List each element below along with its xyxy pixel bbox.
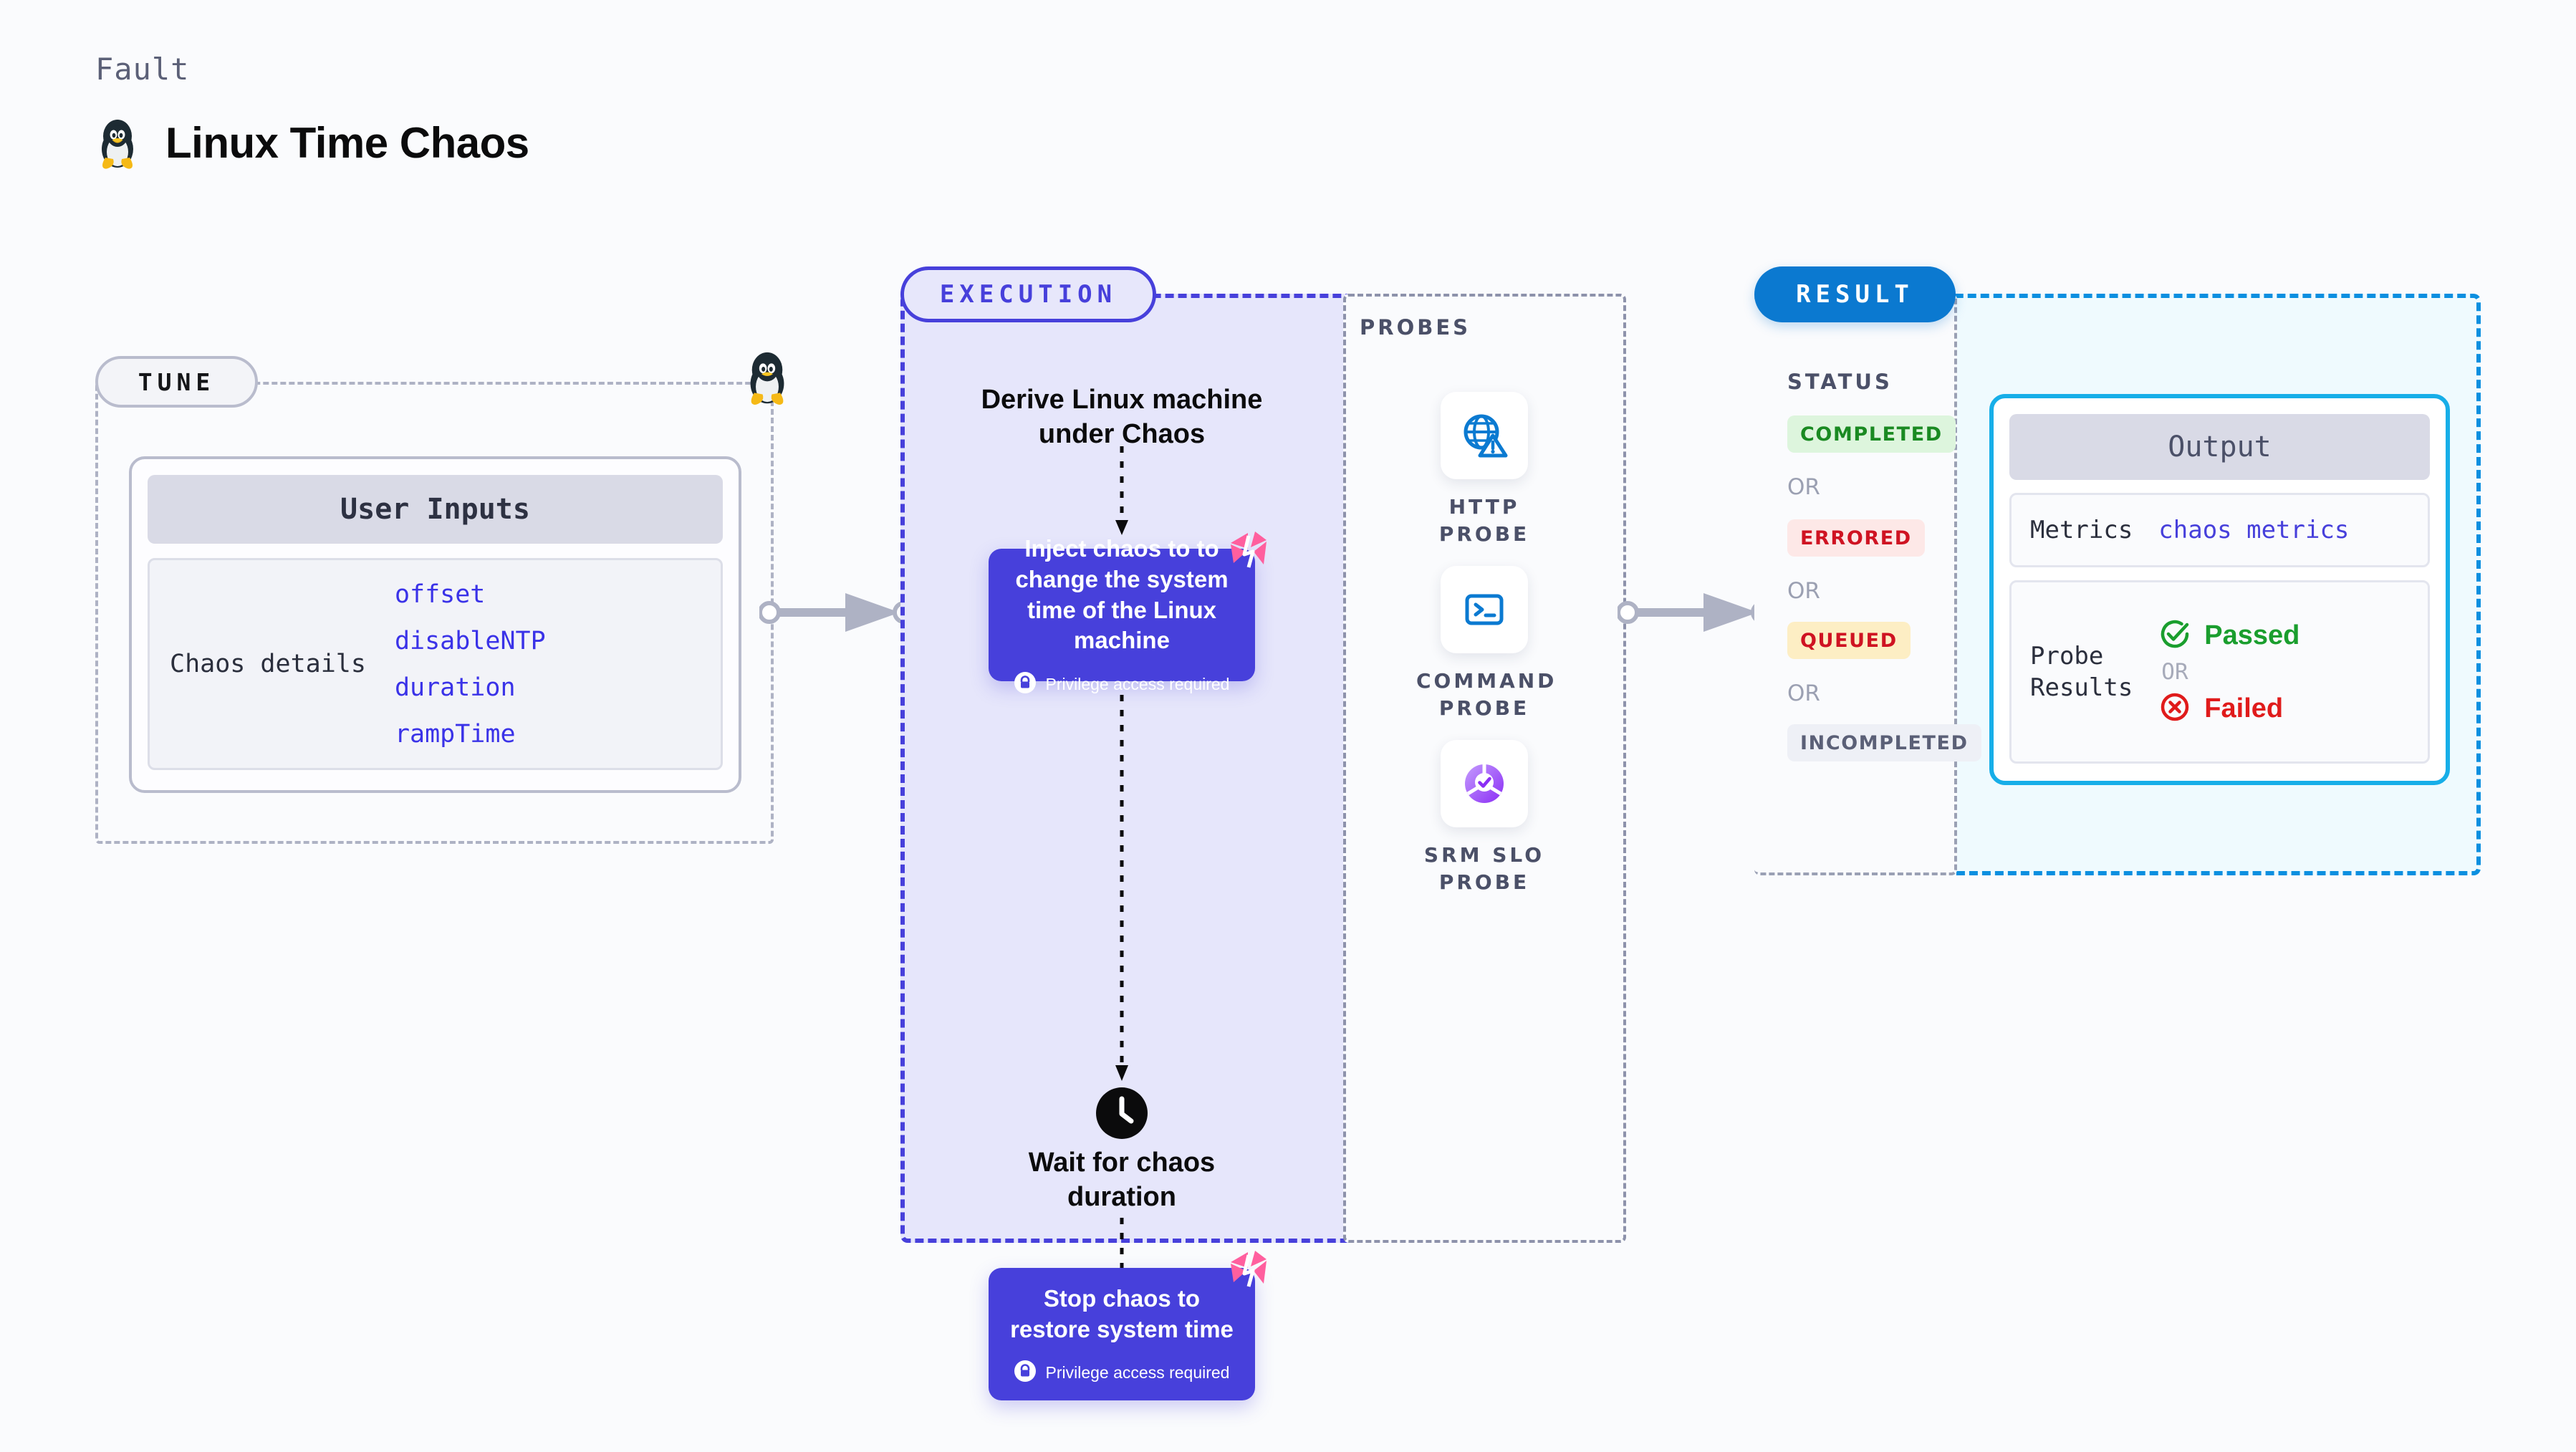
result-badge[interactable]: RESULT (1754, 266, 1956, 322)
probe-item-http[interactable]: HTTP PROBE (1416, 392, 1552, 548)
probe-item-srm-slo[interactable]: SRM SLO PROBE (1416, 740, 1552, 896)
execution-flow: Derive Linux machine under Chaos Inject … (900, 294, 1343, 1400)
flow-step-inject-label: Inject chaos to to change the system tim… (1015, 534, 1229, 654)
probe-label-http: HTTP PROBE (1438, 495, 1530, 546)
probe-result-passed: Passed (2158, 617, 2299, 653)
harness-badge-icon (1226, 1249, 1271, 1294)
flow-arrow-2 (1115, 695, 1128, 1081)
input-offset[interactable]: offset (394, 580, 486, 609)
output-probe-results-values: Passed OR Failed (2158, 617, 2299, 726)
flow-step-derive-label: Derive Linux machine under Chaos (981, 385, 1263, 449)
connector-execution-to-result (1618, 593, 1774, 632)
user-inputs-card: User Inputs Chaos details offset disable… (129, 456, 741, 793)
probe-result-or: OR (2161, 659, 2188, 685)
page-kicker: Fault (95, 52, 190, 87)
input-ramptime[interactable]: rampTime (394, 719, 516, 749)
flow-step-inject-privilege-label: Privilege access required (1045, 674, 1230, 693)
terminal-icon (1441, 566, 1528, 653)
globe-warning-icon (1441, 392, 1528, 479)
flow-step-stop-label: Stop chaos to restore system time (1010, 1284, 1234, 1342)
output-card: Output Metrics chaos metrics Probe Resul… (1989, 394, 2450, 785)
tune-badge[interactable]: TUNE (95, 356, 258, 408)
status-badge-queued[interactable]: QUEUED (1787, 622, 1911, 659)
flow-step-inject-privilege: Privilege access required (1014, 672, 1230, 696)
lock-icon (1014, 672, 1036, 696)
harness-badge-icon (1226, 530, 1271, 574)
output-metrics-key: Metrics (2030, 515, 2133, 544)
flow-step-stop-privilege-label: Privilege access required (1045, 1362, 1230, 1382)
output-metrics-value[interactable]: chaos metrics (2158, 516, 2350, 544)
probe-label-command: COMMAND PROBE (1416, 669, 1557, 720)
clock-icon (1096, 1087, 1148, 1142)
output-metrics-row: Metrics chaos metrics (2009, 493, 2430, 567)
probe-result-failed-label: Failed (2204, 693, 2284, 723)
input-disablentp[interactable]: disableNTP (394, 626, 546, 655)
probe-result-passed-label: Passed (2204, 620, 2300, 650)
execution-badge[interactable]: EXECUTION (900, 266, 1156, 322)
output-probe-results-row: Probe Results Passed OR (2009, 580, 2430, 764)
status-or-3: OR (1787, 681, 1820, 706)
status-title: STATUS (1787, 370, 1893, 394)
probe-label-srm-slo: SRM SLO PROBE (1423, 843, 1545, 894)
probe-item-command[interactable]: COMMAND PROBE (1416, 566, 1557, 722)
lock-icon (1014, 1360, 1036, 1385)
input-duration[interactable]: duration (394, 673, 516, 702)
probe-result-failed: Failed (2158, 691, 2299, 726)
flow-step-wait-label: Wait for chaos duration (1028, 1148, 1216, 1212)
flow-step-wait (1096, 1087, 1148, 1142)
flow-step-stop-box[interactable]: Stop chaos to restore system time Privil… (989, 1251, 1267, 1400)
status-badge-errored[interactable]: ERRORED (1787, 519, 1925, 557)
status-or-1: OR (1787, 474, 1820, 500)
status-badge-incompleted[interactable]: INCOMPLETED (1787, 724, 1981, 761)
connector-tune-to-execution (759, 593, 915, 632)
status-region (1754, 294, 1957, 875)
output-title: Output (2009, 414, 2430, 480)
flow-arrow-1 (1115, 446, 1128, 535)
user-inputs-title: User Inputs (148, 475, 723, 544)
chaos-details-row: Chaos details offset disableNTP duration… (148, 558, 723, 770)
output-probe-results-key: Probe Results (2030, 641, 2133, 702)
slo-donut-check-icon (1441, 740, 1528, 827)
flow-step-stop-privilege: Privilege access required (1014, 1360, 1230, 1385)
linux-penguin-icon (95, 115, 140, 170)
chaos-details-label: Chaos details (170, 650, 366, 678)
status-or-2: OR (1787, 578, 1820, 604)
tune-corner-penguin-icon (744, 347, 791, 410)
x-circle-icon (2158, 691, 2191, 726)
page-title: Linux Time Chaos (165, 118, 529, 167)
status-badge-completed[interactable]: COMPLETED (1787, 415, 1956, 453)
flow-step-inject-box[interactable]: Inject chaos to to change the system tim… (989, 532, 1267, 694)
chaos-details-values: offset disableNTP duration rampTime (395, 580, 546, 749)
check-circle-icon (2158, 617, 2191, 653)
probes-title: PROBES (1360, 315, 1471, 340)
page-header: Linux Time Chaos (95, 115, 529, 170)
